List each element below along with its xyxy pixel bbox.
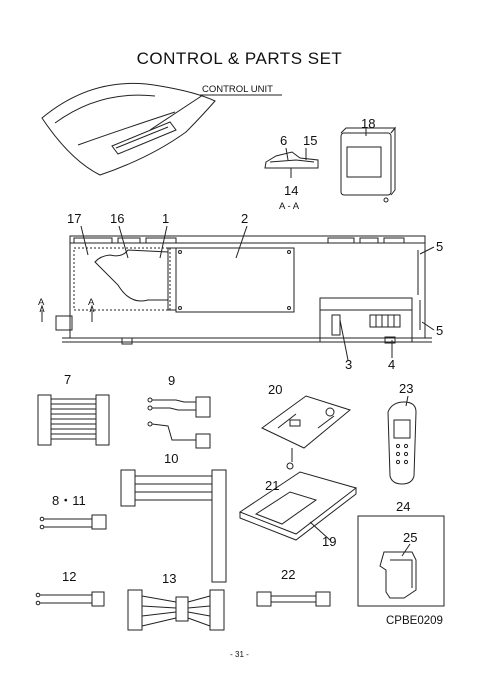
- part-number-5-upper: 5: [436, 239, 444, 254]
- part-number-25: 25: [403, 530, 418, 545]
- part-number-1: 1: [162, 211, 170, 226]
- part-number-14: 14: [284, 183, 299, 198]
- part-number-15: 15: [303, 133, 318, 148]
- section-marker-left: A: [38, 297, 45, 308]
- receiver-cover: [238, 471, 358, 541]
- section-label: A - A: [279, 201, 300, 212]
- wired-remote-controller: [340, 126, 397, 203]
- part-number-17: 17: [67, 211, 82, 226]
- section-aa-part: [264, 147, 319, 178]
- part-number-7: 7: [64, 372, 72, 387]
- part-number-22: 22: [281, 567, 296, 582]
- remote-holder-box: [357, 515, 445, 607]
- page-title: CONTROL & PARTS SET: [136, 49, 343, 68]
- part-number-2: 2: [241, 211, 249, 226]
- section-marker-right: A: [88, 297, 95, 308]
- wire-harness-9: [147, 396, 211, 449]
- part-number-24: 24: [396, 499, 411, 514]
- part-number-19: 19: [322, 534, 337, 549]
- wire-harness-10: [120, 469, 227, 583]
- control-unit-label: CONTROL UNIT: [202, 84, 273, 95]
- page-number: - 31 -: [230, 650, 249, 659]
- wire-harness-7: [37, 394, 110, 446]
- part-number-16: 16: [110, 211, 125, 226]
- part-number-12: 12: [62, 569, 77, 584]
- part-number-23: 23: [399, 381, 414, 396]
- wireless-remote: [387, 395, 417, 485]
- part-number-6: 6: [280, 133, 288, 148]
- part-number-5-lower: 5: [436, 323, 444, 338]
- part-number-9: 9: [168, 373, 176, 388]
- part-number-8-11: 8・11: [52, 493, 86, 508]
- part-number-3: 3: [345, 357, 353, 372]
- figure-code: CPBE0209: [386, 615, 443, 627]
- part-number-21: 21: [265, 478, 280, 493]
- part-number-10: 10: [164, 451, 179, 466]
- part-number-13: 13: [162, 571, 177, 586]
- part-number-4: 4: [388, 357, 396, 372]
- wire-harness-8-11: [39, 514, 107, 530]
- wire-harness-13: [127, 589, 225, 631]
- receiver-pcb: [261, 395, 352, 470]
- wire-harness-12: [35, 591, 105, 607]
- indoor-unit-sketch: [41, 83, 216, 176]
- part-number-18: 18: [361, 116, 376, 131]
- part-number-20: 20: [268, 382, 283, 397]
- wire-harness-22: [256, 591, 331, 607]
- control-box-assembly: [39, 225, 435, 361]
